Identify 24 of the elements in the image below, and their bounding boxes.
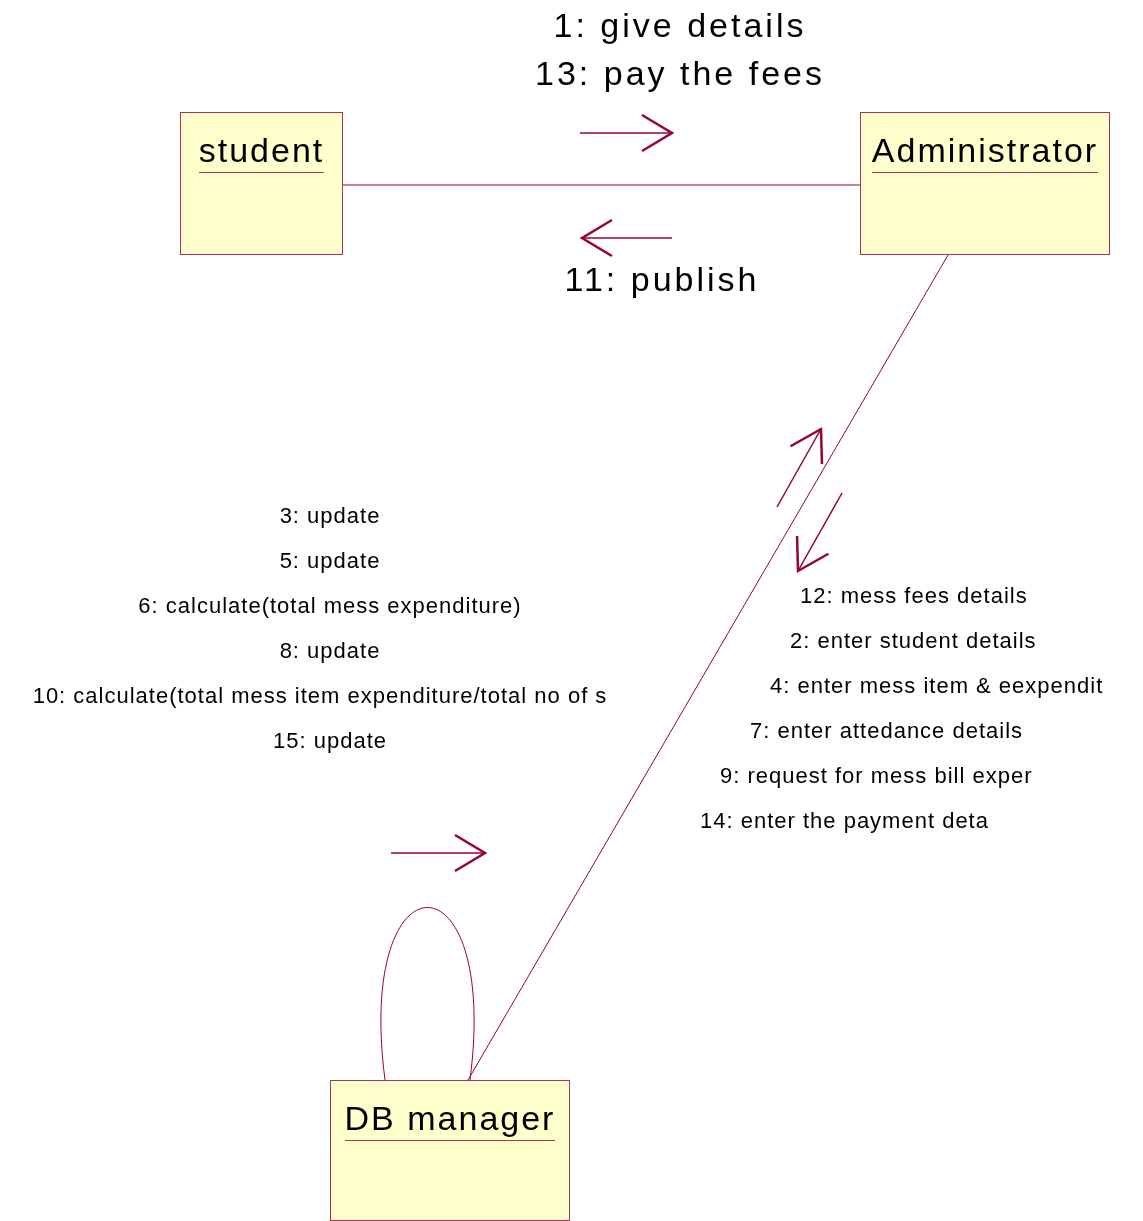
message-label: 4: enter mess item & eexpendit xyxy=(770,675,1104,697)
message-label: 2: enter student details xyxy=(790,630,1037,652)
message-label: 1: give details xyxy=(553,8,807,42)
message-label: 15: update xyxy=(273,730,387,752)
message-label: 14: enter the payment deta xyxy=(700,810,989,832)
link-line xyxy=(342,184,861,186)
object-box xyxy=(330,1080,570,1221)
message-label: 12: mess fees details xyxy=(800,585,1028,607)
message-label: 6: calculate(total mess expenditure) xyxy=(138,595,522,617)
message-label: 10: calculate(total mess item expenditure/total no of s xyxy=(32,685,608,707)
self-loop-link xyxy=(380,907,475,1081)
message-label: 8: update xyxy=(279,640,381,662)
object-box xyxy=(860,112,1110,255)
object-box xyxy=(180,112,343,255)
message-label: 11: publish xyxy=(564,262,760,296)
object-name: Administrator xyxy=(871,129,1099,173)
message-label: 13: pay the fees xyxy=(535,56,825,90)
message-label: 9: request for mess bill exper xyxy=(720,765,1033,787)
message-label: 3: update xyxy=(279,505,381,527)
message-label: 5: update xyxy=(279,550,381,572)
link-line xyxy=(467,254,949,1081)
message-label: 7: enter attedance details xyxy=(750,720,1024,742)
object-name: student xyxy=(198,129,325,173)
object-name: DB manager xyxy=(344,1097,556,1141)
